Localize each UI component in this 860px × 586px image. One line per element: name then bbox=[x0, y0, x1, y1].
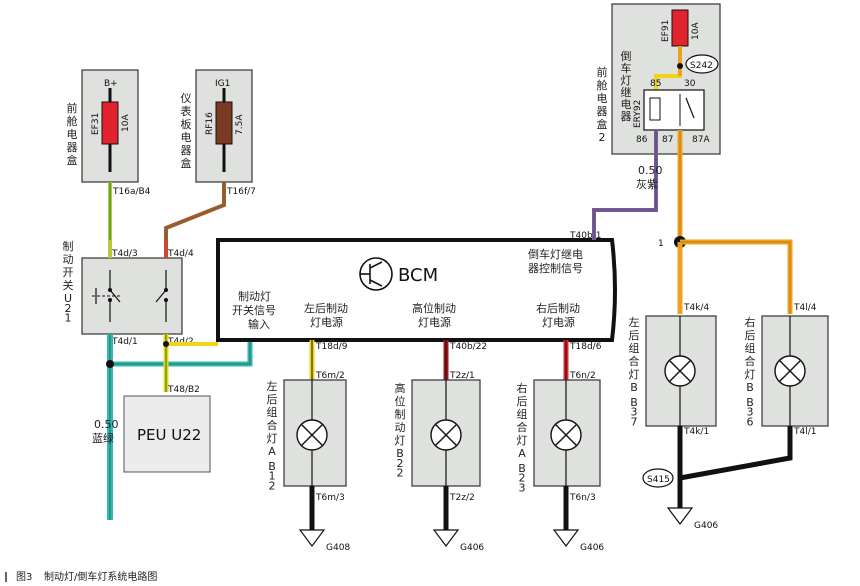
ground-right: G406 bbox=[694, 521, 718, 531]
bcm-left-supply-1: 左后制动 bbox=[304, 302, 348, 315]
lamp-b36 bbox=[761, 315, 829, 427]
b23-bcm-pin: T18d/6 bbox=[569, 342, 602, 352]
b23-bot-pin: T6n/3 bbox=[569, 493, 596, 503]
wire-relay-color: 灰紫 bbox=[636, 177, 658, 191]
b37-top-pin: T4k/4 bbox=[683, 303, 709, 313]
bcm-right-supply-2: 灯电源 bbox=[542, 315, 575, 329]
ef91-name: EF91 bbox=[661, 20, 671, 42]
ground-icon-g406-c bbox=[666, 507, 694, 525]
brake-switch bbox=[81, 257, 183, 335]
ef31-name: EF31 bbox=[91, 113, 101, 135]
brake-switch-pin-1: T4d/1 bbox=[111, 337, 138, 347]
bcm-label: BCM bbox=[398, 265, 438, 286]
b23-top-pin: T6n/2 bbox=[569, 371, 596, 381]
relay-pin-87: 87 bbox=[662, 135, 673, 145]
relay-pin-30: 30 bbox=[684, 79, 696, 89]
ground-icon-g406-a bbox=[432, 529, 460, 547]
lamp-b22 bbox=[411, 379, 481, 487]
peu-module: PEU U22 bbox=[123, 395, 211, 473]
ef91-fuse-icon bbox=[671, 9, 689, 47]
peu-label: PEU U22 bbox=[137, 426, 201, 444]
rf16-name: RF16 bbox=[205, 112, 215, 135]
bcm-input-label-1: 制动灯 bbox=[238, 290, 271, 303]
caption-text: 制动灯/倒车灯系统电路图 bbox=[44, 570, 157, 583]
brake-switch-pin-4: T4d/4 bbox=[167, 249, 194, 259]
relay-id: ERY92 bbox=[633, 100, 643, 128]
b12-bot-pin: T6m/3 bbox=[315, 493, 345, 503]
relay-pin-87a: 87A bbox=[692, 135, 710, 145]
bcm-relay-pin: T40b/1 bbox=[569, 231, 601, 241]
b36-top-pin: T4l/4 bbox=[793, 303, 817, 313]
ef31-pin: T16a/B4 bbox=[112, 187, 151, 197]
b23-ground: G406 bbox=[580, 543, 604, 553]
ground-icon-g406-b bbox=[552, 529, 580, 547]
b37-bot-pin: T4k/1 bbox=[683, 427, 709, 437]
bcm-input-label-3: 输入 bbox=[248, 317, 270, 331]
splice-s242: S242 bbox=[690, 61, 713, 71]
b22-ground: G406 bbox=[460, 543, 484, 553]
peu-pin: T48/B2 bbox=[167, 385, 200, 395]
caption-fig: 图3 bbox=[16, 571, 32, 583]
lamp-b23 bbox=[533, 379, 601, 487]
fuse-box-instrument-label: 仪表板电器盒 bbox=[181, 92, 192, 170]
bcm-high-supply-1: 高位制动 bbox=[412, 301, 456, 315]
rf16-fuse-icon bbox=[215, 101, 233, 145]
b12-top-pin: T6m/2 bbox=[315, 371, 345, 381]
relay-pin-86: 86 bbox=[636, 135, 648, 145]
rf16-rating: 7.5A bbox=[235, 114, 245, 135]
wire-left-color: 蓝绿 bbox=[92, 431, 114, 445]
bcm-high-supply-2: 灯电源 bbox=[418, 315, 451, 329]
ef31-supply-label: B+ bbox=[104, 79, 118, 89]
lamp-b37 bbox=[645, 315, 717, 427]
b22-bot-pin: T2z/2 bbox=[449, 493, 475, 503]
b12-ground: G408 bbox=[326, 543, 350, 553]
ground-icon-g408 bbox=[298, 529, 326, 547]
ef31-fuse-icon bbox=[101, 101, 119, 145]
rf16-supply-label: IG1 bbox=[215, 79, 230, 89]
splice-s242-icon bbox=[685, 54, 719, 74]
b36-bot-pin: T4l/1 bbox=[793, 427, 816, 437]
rf16-pin: T16f/7 bbox=[226, 187, 256, 197]
b22-top-pin: T2z/1 bbox=[449, 371, 475, 381]
splice-s415: S415 bbox=[647, 475, 670, 485]
ef91-rating: 10A bbox=[691, 22, 701, 40]
bcm-relay-ctrl-2: 器控制信号 bbox=[528, 261, 583, 275]
relay-label: 倒车灯继电器 bbox=[621, 50, 632, 123]
relay-pin-85: 85 bbox=[650, 79, 661, 89]
bcm-relay-ctrl-1: 倒车灯继电 bbox=[528, 247, 583, 261]
wire-relay-size: 0.50 bbox=[638, 164, 663, 177]
b22-bcm-pin: T40b/22 bbox=[449, 342, 487, 352]
brake-switch-pin-3: T4d/3 bbox=[111, 249, 138, 259]
fuse-box-front-cabin-label: 前舱电器盒 bbox=[67, 101, 78, 167]
wire-left-size: 0.50 bbox=[94, 418, 119, 431]
relay-ery92 bbox=[643, 89, 705, 131]
relay-coil-icon bbox=[649, 97, 661, 121]
bcm-module: BCM bbox=[216, 238, 617, 342]
ef31-rating: 10A bbox=[121, 114, 131, 132]
bcm-right-supply-1: 右后制动 bbox=[536, 301, 580, 315]
bcm-input-label-2: 开关信号 bbox=[232, 303, 276, 317]
splice-node-1: 1 bbox=[658, 239, 664, 249]
splice-s415-icon bbox=[642, 468, 674, 488]
b12-bcm-pin: T18d/9 bbox=[315, 342, 348, 352]
bcm-left-supply-2: 灯电源 bbox=[310, 315, 343, 329]
lamp-b12 bbox=[283, 379, 347, 487]
